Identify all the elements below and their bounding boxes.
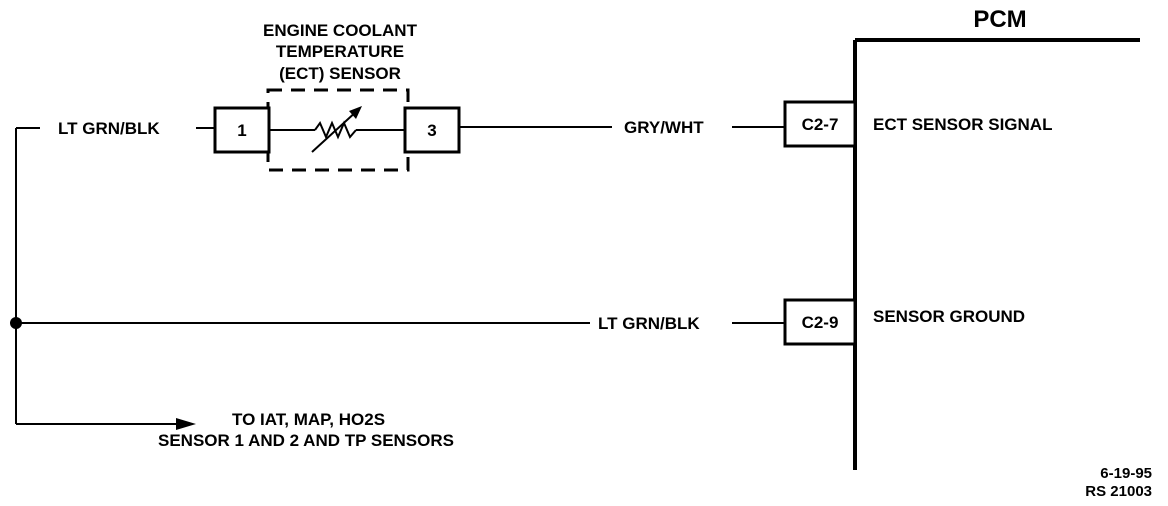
sensor-pin-1-label: 1	[237, 121, 246, 140]
pcm-title: PCM	[973, 6, 1026, 33]
branch-arrow-icon	[176, 418, 196, 430]
sensor-ground-label: SENSOR GROUND	[873, 307, 1025, 326]
sensor-title-line1: ENGINE COOLANT	[263, 21, 418, 40]
signal-wire: GRY/WHT	[459, 118, 785, 137]
connector-c2-7	[783, 100, 857, 148]
ect-sensor: 1 3	[213, 106, 461, 154]
branch-to-other-sensors: TO IAT, MAP, HO2S SENSOR 1 AND 2 AND TP …	[16, 410, 454, 450]
sensor-pin-3-label: 3	[427, 121, 436, 140]
branch-note-line2: SENSOR 1 AND 2 AND TP SENSORS	[158, 431, 454, 450]
footer-ref: RS 21003	[1085, 483, 1152, 500]
connector-c2-9	[783, 298, 857, 346]
left-ground-wire: LT GRN/BLK	[15, 119, 215, 424]
sensor-title: ENGINE COOLANT TEMPERATURE (ECT) SENSOR	[263, 21, 418, 83]
ground-wire-color-label: LT GRN/BLK	[598, 314, 700, 333]
sensor-title-line2: TEMPERATURE	[276, 42, 404, 61]
variable-arrow-icon	[311, 109, 359, 153]
footer-date: 6-19-95	[1100, 465, 1152, 482]
connector-c2-7-label: C2-7	[802, 115, 839, 134]
left-wire-color-label: LT GRN/BLK	[58, 119, 160, 138]
branch-note-line1: TO IAT, MAP, HO2S	[232, 410, 385, 429]
connector-c2-9-label: C2-9	[802, 313, 839, 332]
footer: 6-19-95 RS 21003	[1085, 465, 1152, 500]
pcm-module: PCM	[853, 6, 1140, 470]
ect-signal-label: ECT SENSOR SIGNAL	[873, 115, 1052, 134]
ground-wire: LT GRN/BLK	[10, 314, 785, 333]
splice-junction-icon	[10, 317, 22, 329]
sensor-title-line3: (ECT) SENSOR	[279, 64, 401, 83]
sensor-pin-3-box	[403, 106, 461, 154]
sensor-pin-1-box	[213, 106, 271, 154]
signal-wire-color-label: GRY/WHT	[624, 118, 704, 137]
variable-arrowhead-icon	[349, 106, 362, 119]
